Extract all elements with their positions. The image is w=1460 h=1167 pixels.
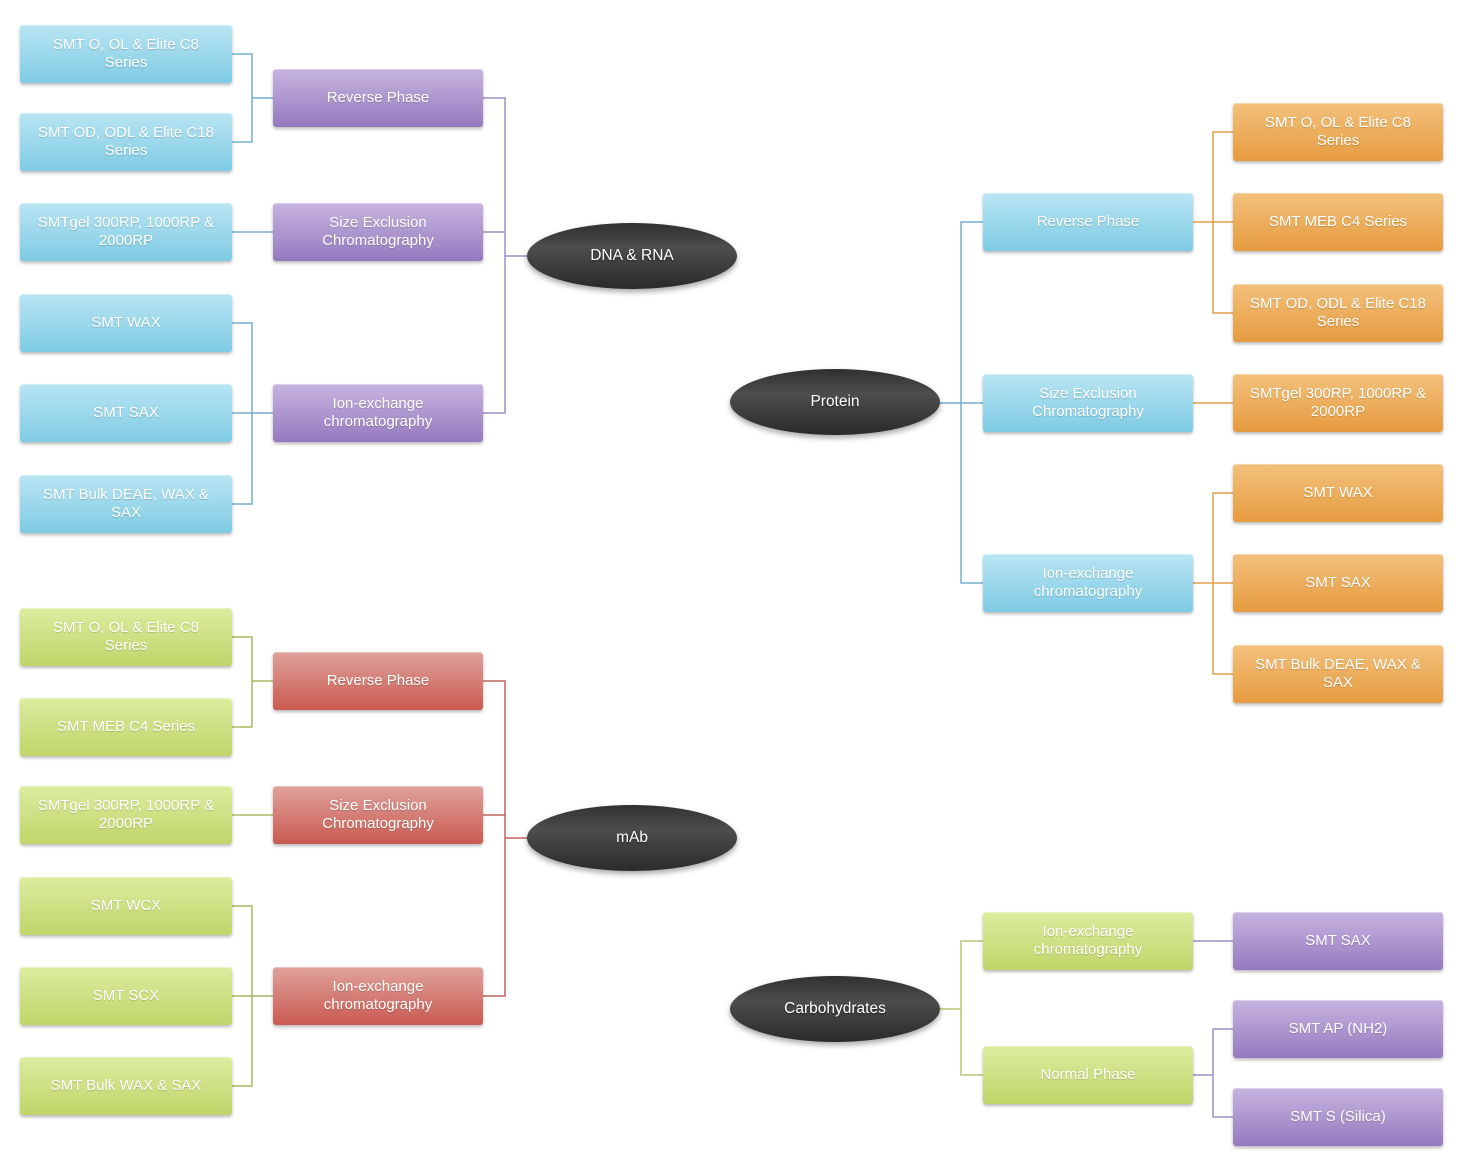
mab-branch-reverse-phase: Reverse Phase <box>273 652 483 710</box>
connector-dna-leaves <box>232 53 273 505</box>
carb-leaf-smt-sax: SMT SAX <box>1233 912 1443 970</box>
dna-leaf-smt-od-odl-elite-c18-series: SMT OD, ODL & Elite C18 Series <box>20 113 232 171</box>
carb-leaf-smt-ap-nh2: SMT AP (NH2) <box>1233 1000 1443 1058</box>
dna-branch-reverse-phase: Reverse Phase <box>273 69 483 127</box>
mab-branch-ion-exchange-chromatography: Ion-exchange chromatography <box>273 967 483 1025</box>
carb-branch-normal-phase: Normal Phase <box>983 1046 1193 1104</box>
protein-leaf-smt-wax: SMT WAX <box>1233 464 1443 522</box>
root-dna-rna: DNA & RNA <box>527 223 737 289</box>
connector-mab-branches <box>483 680 527 997</box>
protein-leaf-smt-od-odl-elite-c18-series: SMT OD, ODL & Elite C18 Series <box>1233 284 1443 342</box>
protein-branch-reverse-phase: Reverse Phase <box>983 193 1193 251</box>
dna-branch-ion-exchange-chromatography: Ion-exchange chromatography <box>273 384 483 442</box>
dna-leaf-smt-bulk-deae-wax-sax: SMT Bulk DEAE, WAX & SAX <box>20 475 232 533</box>
root-carbohydrates: Carbohydrates <box>730 976 940 1042</box>
mab-leaf-smtgel-300rp-1000rp-2000rp: SMTgel 300RP, 1000RP & 2000RP <box>20 786 232 844</box>
mab-leaf-smt-scx: SMT SCX <box>20 967 232 1025</box>
root-protein: Protein <box>730 369 940 435</box>
connector-carb-branches <box>940 940 983 1076</box>
connector-protein-branches <box>940 221 983 584</box>
dna-leaf-smt-wax: SMT WAX <box>20 294 232 352</box>
mab-branch-size-exclusion-chromatography: Size Exclusion Chromatography <box>273 786 483 844</box>
carb-leaf-smt-s-silica: SMT S (Silica) <box>1233 1088 1443 1146</box>
dna-branch-size-exclusion-chromatography: Size Exclusion Chromatography <box>273 203 483 261</box>
protein-branch-size-exclusion-chromatography: Size Exclusion Chromatography <box>983 374 1193 432</box>
connector-protein-leaves <box>1193 131 1233 675</box>
connector-mab-leaves <box>232 636 273 1087</box>
dna-leaf-smt-sax: SMT SAX <box>20 384 232 442</box>
protein-leaf-smt-sax: SMT SAX <box>1233 554 1443 612</box>
mab-leaf-smt-bulk-wax-sax: SMT Bulk WAX & SAX <box>20 1057 232 1115</box>
connector-carb-leaves <box>1193 940 1233 1118</box>
dna-leaf-smt-o-ol-elite-c8-series: SMT O, OL & Elite C8 Series <box>20 25 232 83</box>
protein-leaf-smt-o-ol-elite-c8-series: SMT O, OL & Elite C8 Series <box>1233 103 1443 161</box>
protein-leaf-smt-bulk-deae-wax-sax: SMT Bulk DEAE, WAX & SAX <box>1233 645 1443 703</box>
mab-leaf-smt-wcx: SMT WCX <box>20 877 232 935</box>
carb-branch-ion-exchange-chromatography: Ion-exchange chromatography <box>983 912 1193 970</box>
connector-dna-branches <box>483 97 527 414</box>
protein-branch-ion-exchange-chromatography: Ion-exchange chromatography <box>983 554 1193 612</box>
mab-leaf-smt-o-ol-elite-c8-series: SMT O, OL & Elite C8 Series <box>20 608 232 666</box>
dna-leaf-smtgel-300rp-1000rp-2000rp: SMTgel 300RP, 1000RP & 2000RP <box>20 203 232 261</box>
root-mab: mAb <box>527 805 737 871</box>
mab-leaf-smt-meb-c4-series: SMT MEB C4 Series <box>20 698 232 756</box>
protein-leaf-smtgel-300rp-1000rp-2000rp: SMTgel 300RP, 1000RP & 2000RP <box>1233 374 1443 432</box>
protein-leaf-smt-meb-c4-series: SMT MEB C4 Series <box>1233 193 1443 251</box>
